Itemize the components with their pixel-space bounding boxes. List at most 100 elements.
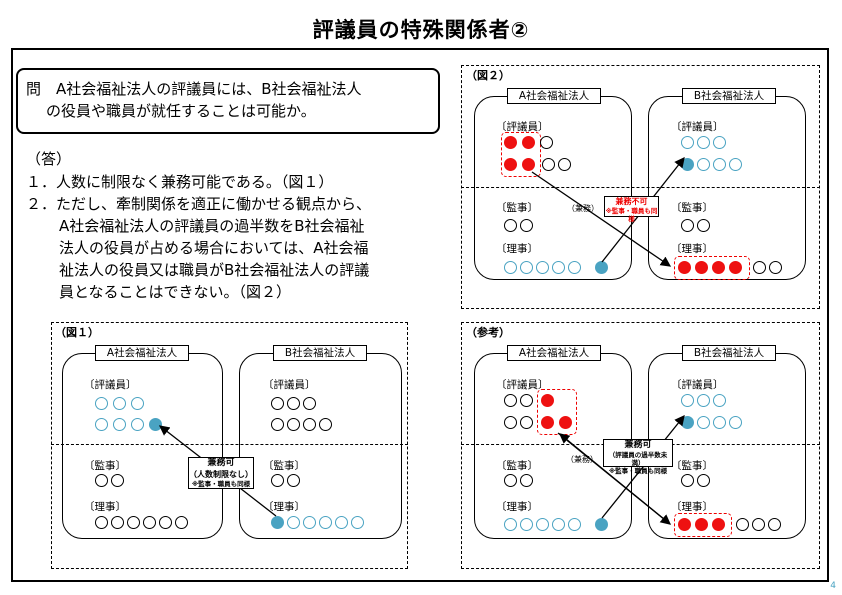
member-circle — [713, 158, 726, 171]
red-group-box — [674, 256, 750, 280]
member-circle — [159, 516, 172, 529]
kanji-label: 〔監事〕 — [671, 202, 713, 214]
divider-line — [51, 444, 408, 445]
figure-2-label: （図２） — [466, 69, 510, 82]
member-circle — [697, 394, 710, 407]
concurrent-member-circle — [695, 261, 708, 274]
page-title: 評議員の特殊関係者② — [312, 18, 530, 42]
fig2-note-title: 兼務不可 — [615, 197, 648, 206]
member-circle — [697, 416, 710, 429]
member-circle — [504, 518, 517, 531]
member-circle — [568, 261, 581, 274]
hyogiin-label: 〔評議員〕 — [671, 121, 724, 133]
concurrent-member-circle — [729, 261, 742, 274]
member-circle — [681, 136, 694, 149]
member-circle — [681, 394, 694, 407]
member-circle — [504, 261, 517, 274]
member-circle — [753, 261, 766, 274]
member-circle — [319, 516, 332, 529]
member-circle — [303, 516, 316, 529]
member-circle — [95, 474, 108, 487]
fig1-note-small: ※監事・職員も同様 — [191, 480, 251, 488]
member-circle — [95, 516, 108, 529]
answer-item-2-line-1: ２．ただし、牽制関係を適正に働かせる観点から、 — [26, 195, 372, 213]
kanji-label: 〔監事〕 — [84, 460, 126, 472]
fig2-note-small: ※監事・職員も同様 — [605, 207, 658, 223]
member-circle — [520, 394, 533, 407]
answer-item-2-line-2: A社会福祉法人の評議員の過半数をB社会福祉 — [59, 217, 365, 235]
kanji-label: 〔監事〕 — [496, 460, 538, 472]
concurrent-member-circle — [712, 261, 725, 274]
member-circle — [131, 397, 144, 410]
member-circle — [287, 397, 300, 410]
kanji-label: 〔監事〕 — [263, 460, 305, 472]
riji-label: 〔理事〕 — [496, 501, 538, 513]
riji-label: 〔理事〕 — [671, 501, 713, 513]
member-circle — [351, 516, 364, 529]
concurrent-member-circle — [541, 416, 554, 429]
fig2-note-box: 兼務不可 ※監事・職員も同様 — [604, 196, 659, 223]
member-circle — [681, 219, 694, 232]
member-circle — [713, 136, 726, 149]
org-a-title: A社会福祉法人 — [95, 345, 189, 361]
red-group-box — [537, 389, 577, 435]
fig1-note-sub: （人数制限なし） — [189, 470, 253, 479]
member-circle — [303, 397, 316, 410]
member-circle — [335, 516, 348, 529]
answer-item-2-line-5: 員となることはできない。（図２） — [59, 283, 292, 301]
red-group-box — [674, 513, 732, 537]
ref-note-small: ※監事・職員も同様 — [608, 467, 668, 475]
reference-panel — [461, 322, 820, 569]
org-a-title: A社会福祉法人 — [507, 88, 601, 104]
member-circle — [95, 397, 108, 410]
concurrent-member-circle — [678, 518, 691, 531]
member-circle — [287, 418, 300, 431]
answer-item-2-line-4: 祉法人の役員又は職員がB社会福祉法人の評議 — [59, 261, 370, 279]
member-circle — [713, 416, 726, 429]
member-circle — [504, 416, 517, 429]
divider-line — [461, 187, 820, 188]
member-circle — [95, 418, 108, 431]
riji-label: 〔理事〕 — [84, 501, 126, 513]
member-circle — [729, 416, 742, 429]
question-box — [16, 68, 440, 134]
member-circle — [729, 158, 742, 171]
member-circle — [768, 518, 781, 531]
ref-note-title: 兼務可 — [624, 440, 652, 450]
riji-label: 〔理事〕 — [496, 243, 538, 255]
member-circle — [552, 518, 565, 531]
kanji-label: 〔監事〕 — [671, 460, 713, 472]
member-circle — [520, 416, 533, 429]
concurrent-member-circle — [149, 418, 162, 431]
member-circle — [504, 219, 517, 232]
ref-note-sub: （評議員の過半数未満） — [608, 451, 668, 467]
member-circle — [287, 516, 300, 529]
concurrent-member-circle — [695, 518, 708, 531]
concurrent-member-circle — [559, 416, 572, 429]
member-circle — [113, 397, 126, 410]
member-circle — [542, 158, 555, 171]
question-line-1: 問 A社会福祉法人の評議員には、B社会福祉法人 — [26, 80, 362, 98]
member-circle — [736, 518, 749, 531]
concurrent-member-circle — [522, 136, 535, 149]
member-circle — [752, 518, 765, 531]
answer-item-2-line-3: 法人の役員が占める場合においては、A社会福 — [59, 239, 369, 257]
member-circle — [769, 261, 782, 274]
member-circle — [558, 158, 571, 171]
member-circle — [271, 397, 284, 410]
figure-1-panel — [51, 322, 408, 569]
member-circle — [271, 474, 284, 487]
hyogiin-label: 〔評議員〕 — [263, 379, 316, 391]
concurrent-member-circle — [504, 136, 517, 149]
concurrent-member-circle — [712, 518, 725, 531]
hyogiin-label: 〔評議員〕 — [496, 121, 549, 133]
org-b-title: B社会福祉法人 — [682, 88, 776, 104]
member-circle — [504, 474, 517, 487]
kanji-label: 〔監事〕 — [496, 202, 538, 214]
member-circle — [540, 136, 553, 149]
member-circle — [536, 261, 549, 274]
question-line-2: の役員や職員が就任することは可能か。 — [46, 102, 316, 120]
member-circle — [536, 518, 549, 531]
member-circle — [552, 261, 565, 274]
